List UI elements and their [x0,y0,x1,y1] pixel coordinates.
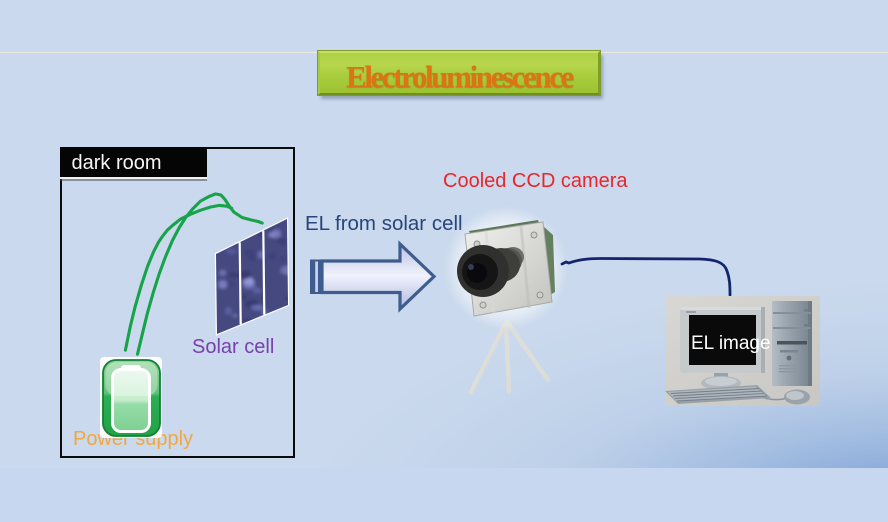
svg-text:Solar cell: Solar cell [192,336,274,358]
svg-text:EL image: EL image [691,333,771,354]
svg-text:Cooled CCD camera: Cooled CCD camera [443,170,628,192]
svg-text:EL from solar cell: EL from solar cell [305,212,463,235]
